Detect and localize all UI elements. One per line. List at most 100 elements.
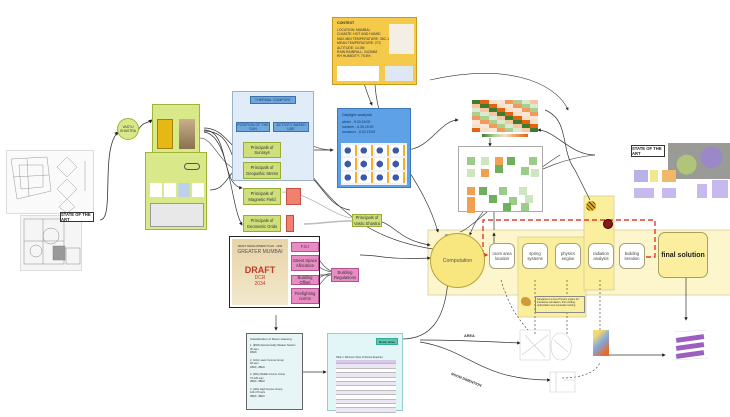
room-sizes-panel: Room sizes Table 1: Minimum Sizes of Roo… (327, 333, 403, 413)
room-square (521, 203, 529, 211)
india-map-image (389, 24, 414, 54)
heatmap-cell (472, 120, 481, 124)
computation-node[interactable]: Computation (430, 233, 485, 288)
daylight-thumbnail (375, 171, 389, 183)
room-square (481, 169, 489, 177)
table-row (336, 395, 396, 400)
heatmap-cell (529, 116, 538, 120)
heatmap-cell (529, 104, 538, 108)
state-of-art-diagrams (632, 170, 730, 202)
vastu-shastra-label: VASTU SHASTRA (119, 125, 136, 133)
heatmap-cell (496, 124, 505, 128)
dcr-item-street-space[interactable]: Street Space Allocation (291, 255, 319, 271)
heatmap-cell (488, 108, 497, 112)
heatmap-cell (513, 120, 522, 124)
table-row (336, 403, 396, 409)
table-row (336, 364, 396, 369)
room-square (507, 157, 515, 165)
heatmap-cell (496, 100, 505, 104)
dcr-line-2: GREATER MUMBAI (237, 248, 283, 255)
final-solution-node[interactable]: final solution (658, 232, 708, 278)
dcr-item-building-offset[interactable]: Building Offset (291, 275, 319, 285)
heatmap-cell (496, 108, 505, 112)
state-of-art-site-drawing (20, 215, 82, 271)
heatmap-cell (513, 100, 522, 104)
heatmap-cell (529, 112, 538, 116)
heatmap-cell (496, 112, 505, 116)
context-title: CONTEXT (337, 21, 355, 25)
principle-geopathic-stress[interactable]: Principals of Geopathic Stress (243, 162, 281, 179)
room-square (467, 169, 475, 177)
vastu-books-panel (152, 104, 200, 154)
humidity-chart-image (385, 66, 413, 81)
daylight-thumbnail (343, 145, 357, 157)
thermal-comfort-title: THERMAL COMFORT (250, 96, 296, 104)
room-square (467, 197, 475, 205)
heatmap-cell (488, 124, 497, 128)
table-row (336, 399, 396, 404)
heatmap-cell (480, 128, 489, 132)
state-of-art-render-image (668, 143, 730, 179)
heatmap-cell (488, 100, 497, 104)
heatmap-cell (505, 104, 514, 108)
daylight-thumbnail (359, 145, 373, 157)
process-spring-systems[interactable]: spring systems (522, 243, 548, 269)
classification-item: 4. (HIG) High Income Group 120-170 sqm 3… (250, 387, 283, 398)
ladybug-icon (586, 201, 596, 211)
heatmap-cell (529, 120, 538, 124)
room-square (519, 187, 527, 195)
table-row (336, 390, 396, 396)
room-square (521, 167, 529, 175)
heatmap-cell (505, 120, 514, 124)
heatmap-cell (480, 116, 489, 120)
principle-geometric-grids[interactable]: Principals of Geometric Grids (243, 215, 281, 232)
process-building-iteration[interactable]: building iteration (619, 243, 645, 269)
heatmap-cell (480, 104, 489, 108)
temple-photo-image (179, 119, 195, 149)
context-line: RH HUMIDITY: 75.8% (337, 54, 371, 59)
principle-sunrays[interactable]: Principals of Sunrays (243, 142, 281, 158)
heatmap-cell (505, 108, 514, 112)
heatmap-cell (496, 104, 505, 108)
process-physics-engine[interactable]: physics engine (555, 243, 581, 269)
principle-magnetic-field[interactable]: Principals of Magnetic Field (243, 188, 281, 205)
kangaroo-note: Kangaroo is a Live Physics engine for in… (535, 296, 585, 313)
computation-label: Computation (442, 257, 473, 264)
dcr-item-firefighting[interactable]: Firefighting norms (291, 288, 319, 304)
heatmap-cell (513, 128, 522, 132)
room-sizes-table (336, 360, 396, 413)
room-sizes-label: Room sizes (376, 338, 398, 345)
table-row (336, 408, 396, 413)
process-radiation-analysis[interactable]: radiation analysis (588, 243, 614, 269)
heatmap-cell (472, 128, 481, 132)
heatmap-cell (521, 112, 530, 116)
room-square (467, 187, 475, 195)
heatmap-cell (480, 108, 489, 112)
heatmap-matrix (472, 100, 538, 132)
table-row (336, 360, 396, 365)
room-square (499, 187, 507, 195)
daylight-line: monsoon - 6.00-15:00 (342, 129, 376, 134)
heatmap-cell (480, 124, 489, 128)
building-regulations-node[interactable]: Building Regulations (331, 268, 359, 282)
principles-vastu-shastra[interactable]: Principals of Vastu Shastra (352, 214, 382, 227)
daylight-thumbnail (359, 158, 373, 170)
kangaroo-icon (521, 297, 531, 306)
daylight-thumbnail (391, 158, 405, 170)
process-room-area-location[interactable]: room area location (489, 243, 515, 269)
heatmap-cell (505, 100, 514, 104)
heatmap-cell (521, 120, 530, 124)
room-square (489, 195, 497, 203)
room-sizes-table-title: Table 1: Minimum Sizes of Rooms Required (336, 356, 383, 359)
heatmap-legend (482, 134, 528, 137)
dcr-line-1: DRAFT DEVELOPMENT PLAN - 2034 (237, 245, 283, 248)
heatmap-cell (505, 124, 514, 128)
vastu-shastra-node[interactable]: VASTU SHASTRA (117, 118, 139, 140)
heatmap-cell (496, 120, 505, 124)
dcr-item-fsi[interactable]: F.S.I (291, 242, 319, 252)
room-square (467, 157, 475, 165)
context-line: CLIMATE: HOT AND HUMID (337, 32, 381, 37)
heatmap-cell (521, 116, 530, 120)
heatmap-cell (521, 104, 530, 108)
